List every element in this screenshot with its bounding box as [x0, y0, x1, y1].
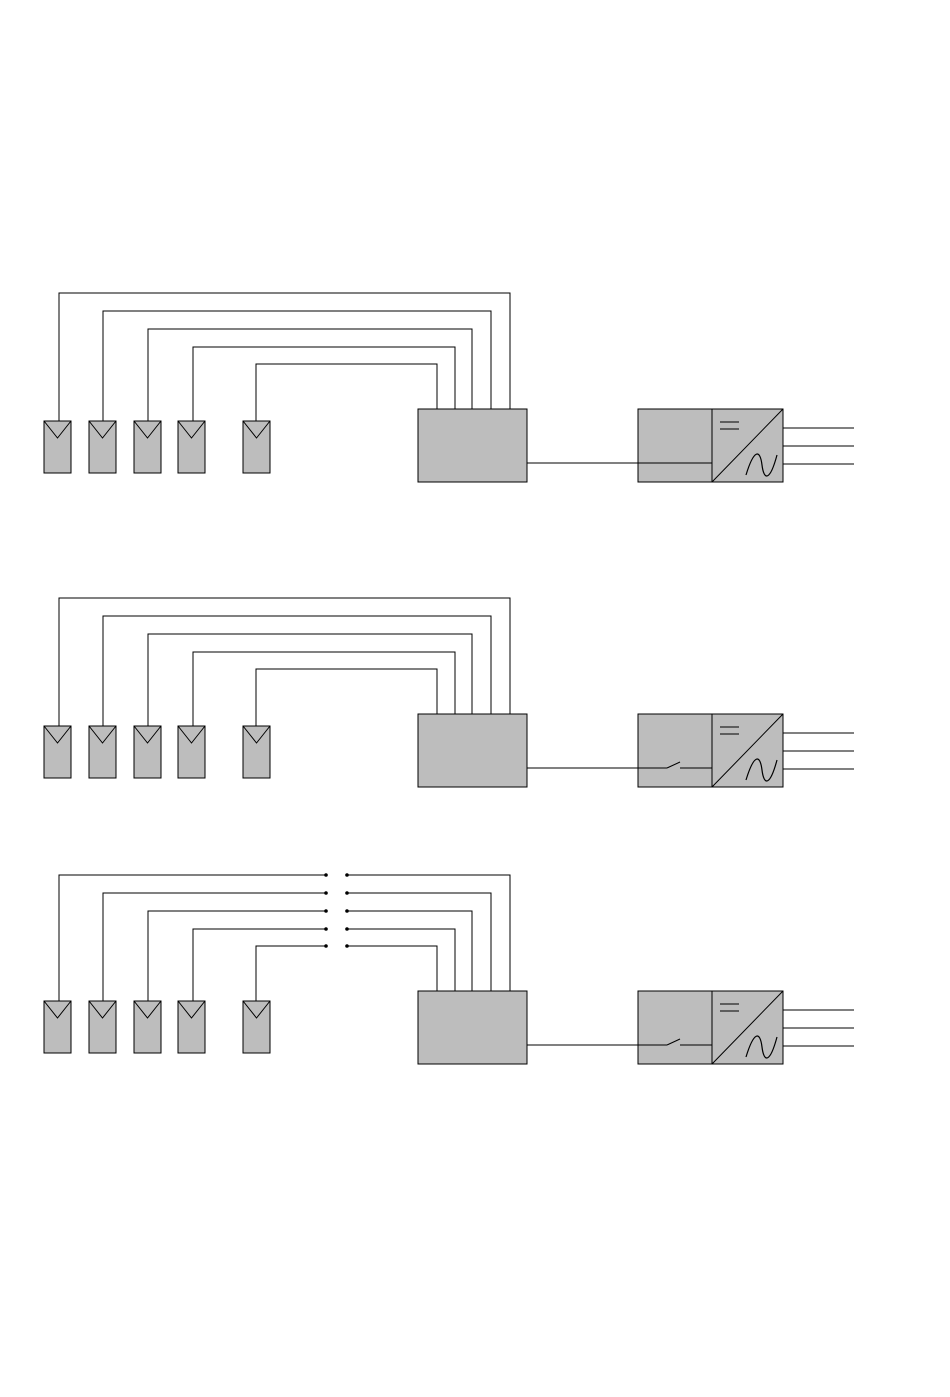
string-wire-5 [256, 946, 326, 1001]
diagram-pv-dc-switch-in-inverter [44, 598, 854, 787]
string-disconnect-icon [324, 873, 328, 877]
string-wire-5 [256, 669, 437, 726]
pv-module-body [178, 421, 205, 473]
pv-module-icon [178, 421, 205, 473]
string-wire-3 [148, 329, 472, 421]
pv-module-body [44, 421, 71, 473]
combiner-box [418, 991, 527, 1064]
inverter-dc-section [638, 714, 712, 787]
string-wire-2 [103, 616, 491, 726]
pv-module-icon [89, 726, 116, 778]
pv-module-body [134, 1001, 161, 1053]
string-wire-4 [193, 652, 455, 726]
pv-module-icon [134, 421, 161, 473]
string-wire-2 [103, 311, 491, 421]
string-wire-5 [256, 364, 437, 421]
string-disconnect-icon [324, 909, 328, 913]
inverter-dc-ac-icon [638, 409, 783, 482]
string-wire-3 [148, 634, 472, 726]
inverter-dc-ac-icon [638, 714, 783, 787]
pv-module-body [89, 1001, 116, 1053]
pv-module-icon [243, 1001, 270, 1053]
string-wire-1 [59, 293, 510, 421]
diagram-pv-dc-switch-none [44, 293, 854, 482]
pv-module-icon [243, 421, 270, 473]
string-wire-4-combiner-side [347, 929, 455, 991]
pv-module-body [89, 726, 116, 778]
inverter-dc-section [638, 991, 712, 1064]
pv-module-icon [89, 1001, 116, 1053]
string-wire-1 [59, 598, 510, 726]
pv-module-body [134, 726, 161, 778]
pv-module-body [44, 1001, 71, 1053]
pv-module-body [89, 421, 116, 473]
string-disconnect-icon [345, 927, 349, 931]
string-disconnect-icon [324, 944, 328, 948]
pv-module-icon [134, 726, 161, 778]
pv-module-body [178, 1001, 205, 1053]
string-disconnect-icon [345, 909, 349, 913]
combiner-box [418, 409, 527, 482]
string-disconnect-icon [345, 891, 349, 895]
string-wire-3 [148, 911, 326, 1001]
string-wire-4 [193, 347, 455, 421]
pv-module-body [243, 421, 270, 473]
pv-module-body [243, 726, 270, 778]
string-wire-3-combiner-side [347, 911, 472, 991]
inverter-dc-ac-icon [638, 991, 783, 1064]
pv-module-icon [243, 726, 270, 778]
pv-module-icon [89, 421, 116, 473]
pv-module-body [178, 726, 205, 778]
pv-module-icon [178, 1001, 205, 1053]
pv-module-icon [178, 726, 205, 778]
string-wire-2-combiner-side [347, 893, 491, 991]
string-wire-4 [193, 929, 326, 1001]
pv-module-body [243, 1001, 270, 1053]
combiner-box [418, 714, 527, 787]
pv-module-icon [134, 1001, 161, 1053]
string-disconnect-icon [345, 944, 349, 948]
string-wire-1-combiner-side [347, 875, 510, 991]
string-wire-5-combiner-side [347, 946, 437, 991]
string-disconnect-icon [324, 891, 328, 895]
string-disconnect-icon [345, 873, 349, 877]
string-wire-2 [103, 893, 326, 1001]
pv-module-icon [44, 421, 71, 473]
pv-module-icon [44, 726, 71, 778]
pv-module-icon [44, 1001, 71, 1053]
diagram-pv-dc-switch-and-disconnect [44, 873, 854, 1064]
pv-module-body [44, 726, 71, 778]
string-disconnect-icon [324, 927, 328, 931]
inverter-dc-section [638, 409, 712, 482]
pv-module-body [134, 421, 161, 473]
